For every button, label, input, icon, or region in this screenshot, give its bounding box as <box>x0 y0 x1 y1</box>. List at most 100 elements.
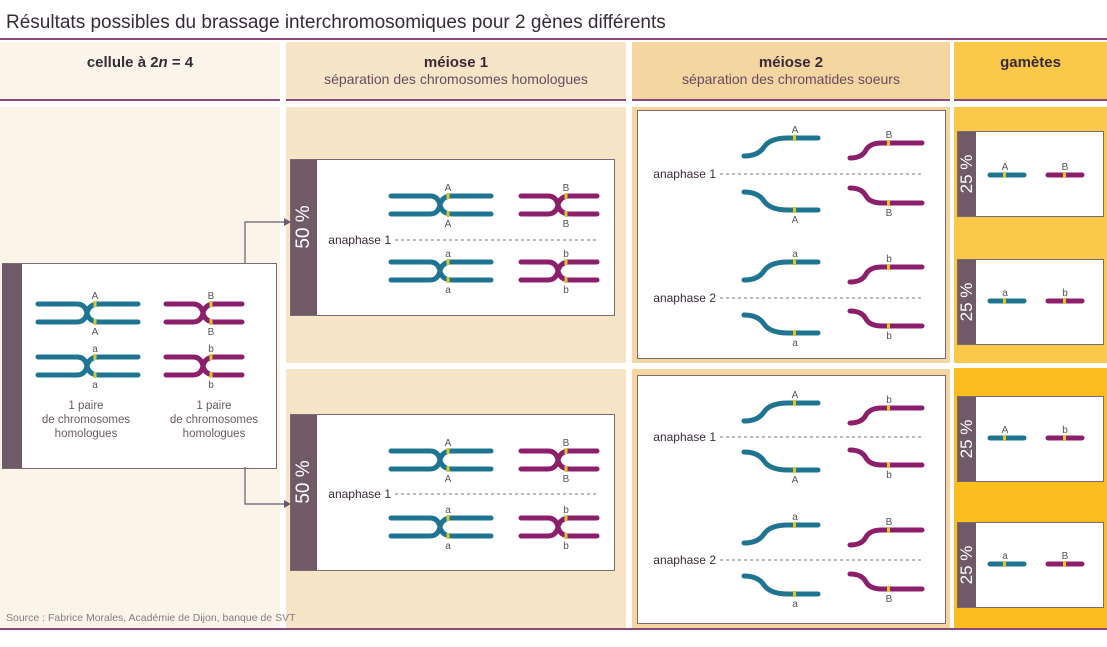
allele-label: a <box>445 249 451 260</box>
allele-marker <box>1003 561 1006 567</box>
anaphase-label: anaphase 1 <box>653 167 716 181</box>
allele-marker <box>793 135 796 141</box>
gamete-allele-label: a <box>1002 551 1008 562</box>
chromatid-lower <box>518 204 600 217</box>
allele-label: A <box>92 327 99 338</box>
allele-marker <box>793 400 796 406</box>
allele-label: a <box>792 338 798 349</box>
allele-label: a <box>92 344 98 355</box>
allele-marker <box>446 515 450 521</box>
chromatid-upper <box>388 448 494 461</box>
allele-label: b <box>563 249 569 260</box>
meiose2-box-bottom <box>637 375 946 624</box>
allele-marker <box>209 372 213 378</box>
chromatid-upper <box>518 515 600 528</box>
chromatid <box>847 571 925 592</box>
allele-label: a <box>792 249 798 260</box>
chromatid <box>847 185 925 206</box>
bottom-rule <box>0 628 1107 630</box>
allele-label: a <box>792 599 798 610</box>
meiose1-side-bar-bottom <box>291 415 317 570</box>
allele-label: B <box>563 183 570 194</box>
meiose1-box-bottom: 50 % <box>290 414 615 571</box>
chromatid-upper <box>518 259 600 272</box>
allele-marker <box>793 259 796 265</box>
allele-marker <box>1003 172 1006 178</box>
gamete-allele-label: b <box>1062 288 1068 299</box>
allele-label: a <box>792 512 798 523</box>
arrow-line <box>244 221 286 263</box>
allele-marker <box>887 264 890 270</box>
allele-marker <box>93 372 97 378</box>
chromatid-upper <box>35 301 141 314</box>
allele-marker <box>1063 298 1066 304</box>
header-rule <box>286 99 626 101</box>
chromatid <box>741 312 821 336</box>
allele-label: a <box>445 285 451 296</box>
caption-pair-right: 1 paire de chromosomes homologues <box>169 400 259 440</box>
allele-marker <box>564 277 568 283</box>
allele-marker <box>1003 435 1006 441</box>
allele-marker <box>887 586 890 592</box>
allele-marker <box>93 354 97 360</box>
header-gap <box>0 101 1107 107</box>
cell-box: 1 paire de chromosomes homologues 1 pair… <box>2 263 277 469</box>
chromatid-upper <box>388 259 494 272</box>
meiose1-lower-sep <box>286 363 626 369</box>
anaphase-label: anaphase 1 <box>328 487 391 501</box>
allele-marker <box>209 354 213 360</box>
chromatid <box>741 522 821 546</box>
allele-label: b <box>208 344 214 355</box>
allele-label: A <box>792 390 799 401</box>
allele-marker <box>564 211 568 217</box>
allele-label: b <box>563 505 569 516</box>
chromatid-lower <box>388 459 494 472</box>
chromatid <box>847 405 925 426</box>
allele-label: B <box>886 594 893 605</box>
gametes-header: gamètes <box>1000 54 1061 71</box>
allele-label: B <box>886 208 893 219</box>
allele-marker <box>446 193 450 199</box>
allele-marker <box>446 533 450 539</box>
chromatid-upper <box>518 193 600 206</box>
anaphase-label: anaphase 2 <box>653 553 716 567</box>
title-rule <box>0 38 1107 40</box>
chromatid <box>847 308 925 329</box>
anaphase-label: anaphase 1 <box>328 233 391 247</box>
allele-marker <box>93 301 97 307</box>
allele-marker <box>793 591 796 597</box>
allele-label: A <box>445 219 452 230</box>
allele-label: b <box>886 395 892 406</box>
chromatid <box>847 527 925 548</box>
chromatid-upper <box>388 193 494 206</box>
gamete-allele-label: a <box>1002 288 1008 299</box>
allele-marker <box>887 200 890 206</box>
allele-label: a <box>92 380 98 391</box>
gamete-allele-label: A <box>1002 425 1009 436</box>
source-credit: Source : Fabrice Morales, Académie de Di… <box>6 612 296 624</box>
allele-label: B <box>563 474 570 485</box>
chromatid <box>847 447 925 468</box>
allele-marker <box>793 467 796 473</box>
allele-marker <box>1063 172 1066 178</box>
chromatid <box>741 449 821 473</box>
meiose2-box-top <box>637 110 946 359</box>
allele-marker <box>564 259 568 265</box>
chromatid <box>741 400 821 424</box>
allele-marker <box>793 330 796 336</box>
meiose1-box-top: 50 % <box>290 159 615 316</box>
allele-marker <box>793 207 796 213</box>
chromatid-lower <box>388 526 494 539</box>
header-rule <box>632 99 950 101</box>
cell-side-bar <box>2 264 22 468</box>
chromatid-lower <box>388 204 494 217</box>
allele-label: a <box>445 505 451 516</box>
gamete-allele-label: B <box>1062 162 1069 173</box>
allele-marker <box>887 405 890 411</box>
chromatid <box>847 264 925 285</box>
allele-marker <box>887 140 890 146</box>
chromatid-lower <box>518 459 600 472</box>
allele-label: b <box>563 541 569 552</box>
chromatid-lower <box>35 365 141 378</box>
allele-marker <box>209 301 213 307</box>
